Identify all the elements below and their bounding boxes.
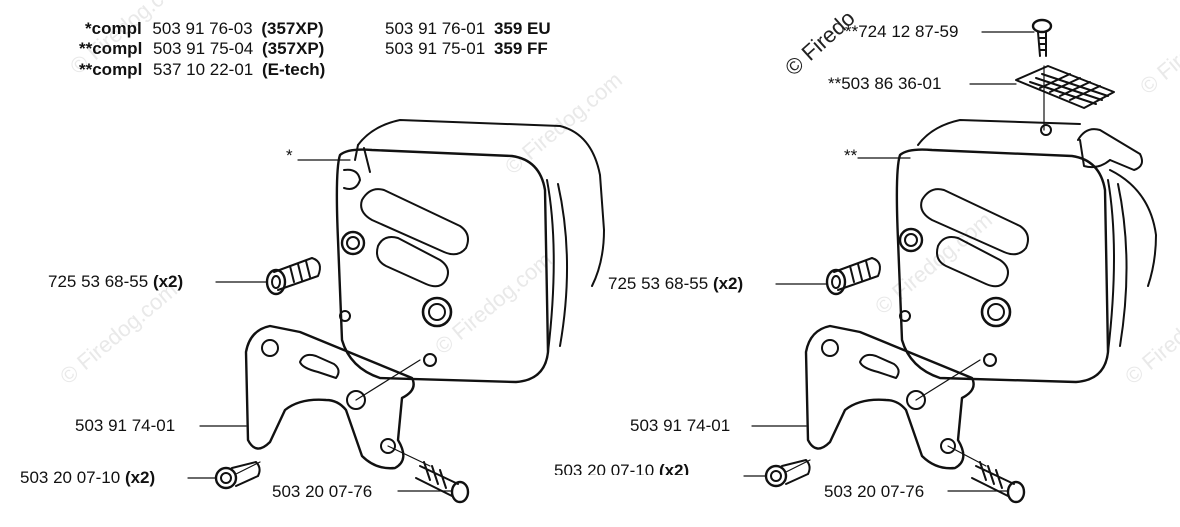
screw-label-right: 503 20 07-10 (x2) <box>554 461 690 480</box>
screw2-left <box>415 461 470 504</box>
quantity: (x2) <box>658 461 690 480</box>
part-number: 725 53 68-55 <box>608 274 709 293</box>
header-row: 503 91 75-01 359 FF <box>385 39 548 59</box>
bracket-left <box>244 324 415 470</box>
muffler-left <box>335 119 605 384</box>
leader-lines-left <box>187 159 453 492</box>
bracket-label-left: 503 91 74-01 <box>75 416 176 435</box>
part-number: 503 91 76-01 <box>385 19 486 38</box>
part-number: 503 91 75-04 <box>153 39 254 58</box>
bracket-label-right: 503 91 74-01 <box>630 416 731 435</box>
header-row: **compl 503 91 75-04 (357XP) <box>79 39 324 59</box>
model-name: 359 FF <box>493 39 548 58</box>
screw2-label-left: 503 20 07-76 <box>272 482 373 501</box>
model-name: 359 EU <box>493 19 551 38</box>
spark-screen <box>1015 65 1115 131</box>
compl-mark: **compl <box>79 60 143 79</box>
header-row: 503 91 76-01 359 EU <box>385 19 551 39</box>
part-number: 725 53 68-55 <box>48 272 149 291</box>
part-number: 503 20 07-10 <box>20 468 121 487</box>
model-name: (E-tech) <box>261 60 326 79</box>
top-screw <box>1031 18 1053 57</box>
bracket-right <box>804 324 975 470</box>
compl-mark: **compl <box>79 39 143 58</box>
quantity: (x2) <box>712 274 744 293</box>
screw-label-left: 503 20 07-10 (x2) <box>20 468 155 488</box>
callout-star-left: * <box>286 146 293 165</box>
bolt-label-left: 725 53 68-55 (x2) <box>48 272 183 292</box>
part-number: 503 91 76-03 <box>152 19 253 38</box>
part-number: 537 10 22-01 <box>153 60 254 79</box>
quantity: (x2) <box>152 272 184 291</box>
bolt-label-right: 725 53 68-55 (x2) <box>608 274 743 294</box>
bolt-left <box>265 257 321 296</box>
header-row: **compl 537 10 22-01 (E-tech) <box>79 60 325 80</box>
leader-lines-right <box>743 31 1035 492</box>
quantity: (x2) <box>124 468 156 487</box>
header-row: *compl 503 91 76-03 (357XP) <box>85 19 324 39</box>
muffler-right <box>895 119 1157 384</box>
model-name: (357XP) <box>261 19 324 38</box>
callout-star-right: ** <box>844 146 858 165</box>
part-number: 503 91 75-01 <box>385 39 486 58</box>
screw2-label-right: 503 20 07-76 <box>824 482 925 501</box>
screen-label: **503 86 36-01 <box>828 74 942 93</box>
top-screw-label: **724 12 87-59 <box>845 22 959 41</box>
screw2-right <box>971 461 1026 504</box>
part-number: 503 20 07-10 <box>554 461 655 480</box>
bolt-right <box>825 257 881 296</box>
compl-mark: *compl <box>85 19 142 38</box>
model-name: (357XP) <box>261 39 325 58</box>
